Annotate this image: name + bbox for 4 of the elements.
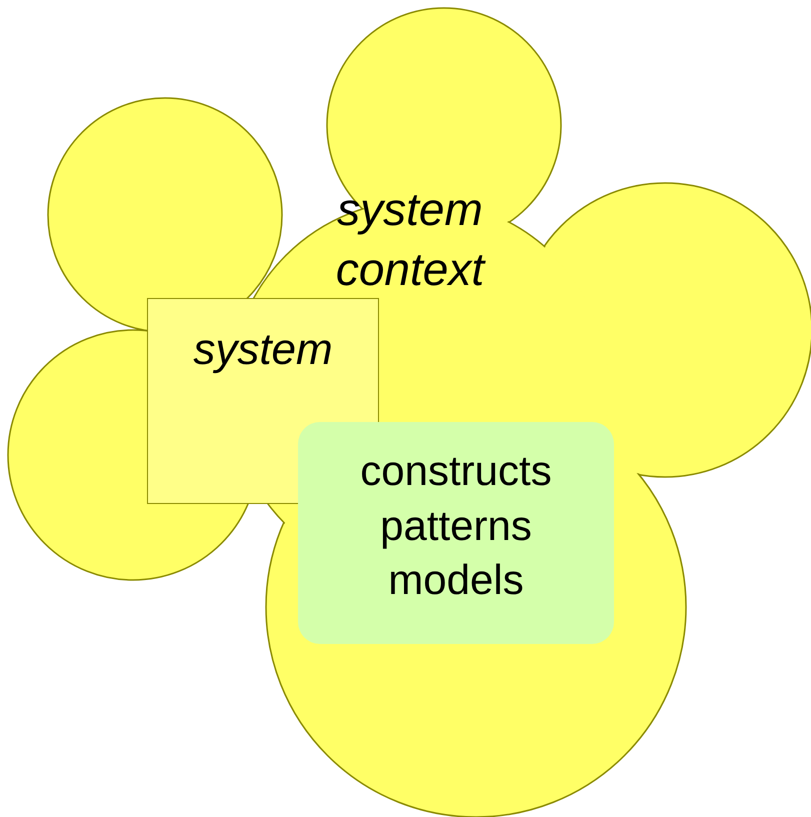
node-label: system (192, 324, 334, 376)
node-label: constructs patterns models (359, 446, 553, 606)
node-label: system context (334, 182, 487, 297)
rounded-box (298, 422, 614, 644)
